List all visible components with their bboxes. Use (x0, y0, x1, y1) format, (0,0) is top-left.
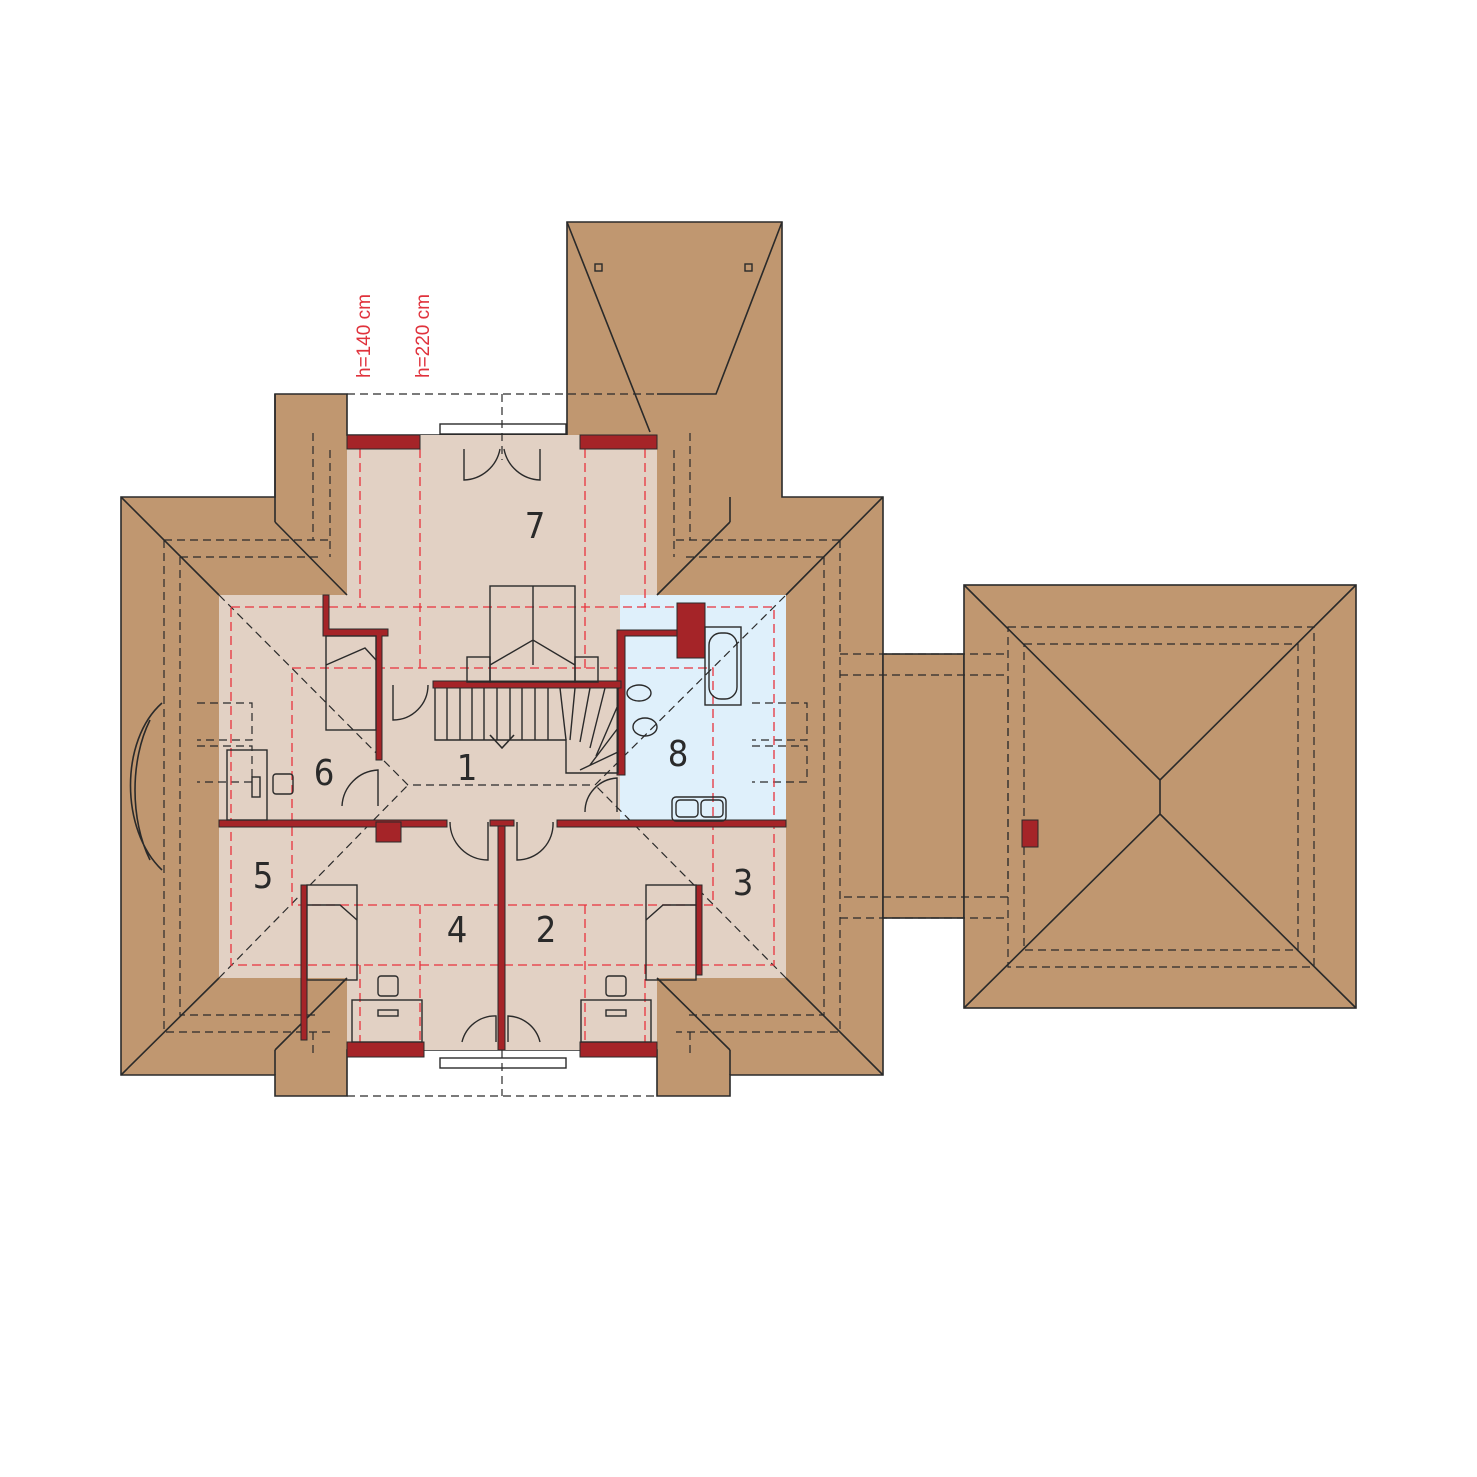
doors (341, 423, 618, 1069)
walls (218, 434, 787, 1058)
room-number-5: 5 (253, 856, 274, 897)
room-number-1: 1 (457, 748, 478, 789)
roof-structure-lines (129, 393, 1009, 1097)
tower-hip-lines (566, 221, 783, 433)
room-number-3: 3 (733, 863, 754, 904)
room-number-8: 8 (668, 734, 689, 775)
furniture (226, 585, 742, 1043)
chimney (1021, 819, 1039, 848)
height-label-220: h=220 cm (413, 294, 434, 378)
garage-connector-roof (882, 653, 965, 919)
staircase (434, 687, 619, 774)
room-number-7: 7 (525, 506, 546, 547)
height-label-140: h=140 cm (354, 294, 375, 378)
room-number-4: 4 (447, 910, 468, 951)
room-number-6: 6 (314, 753, 335, 794)
room-number-2: 2 (536, 910, 557, 951)
garage-roof (963, 584, 1357, 1009)
